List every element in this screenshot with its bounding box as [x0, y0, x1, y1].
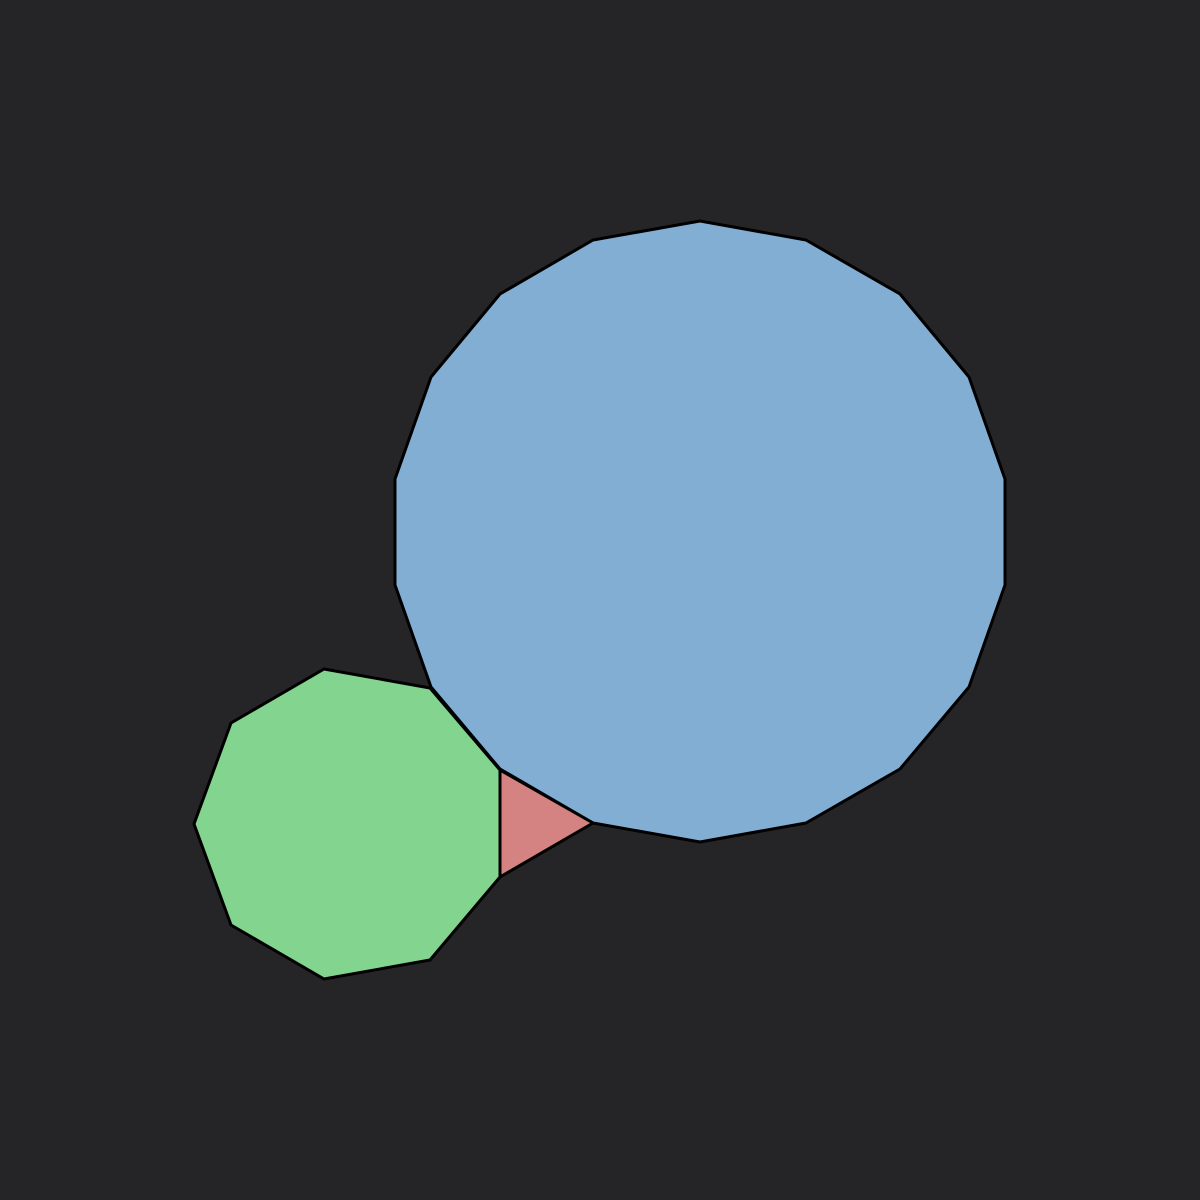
octadecagon-shape — [393, 219, 1007, 844]
shapes-layer — [192, 219, 1007, 981]
triangle-shape — [498, 768, 595, 879]
nonagon-shape — [192, 667, 502, 981]
